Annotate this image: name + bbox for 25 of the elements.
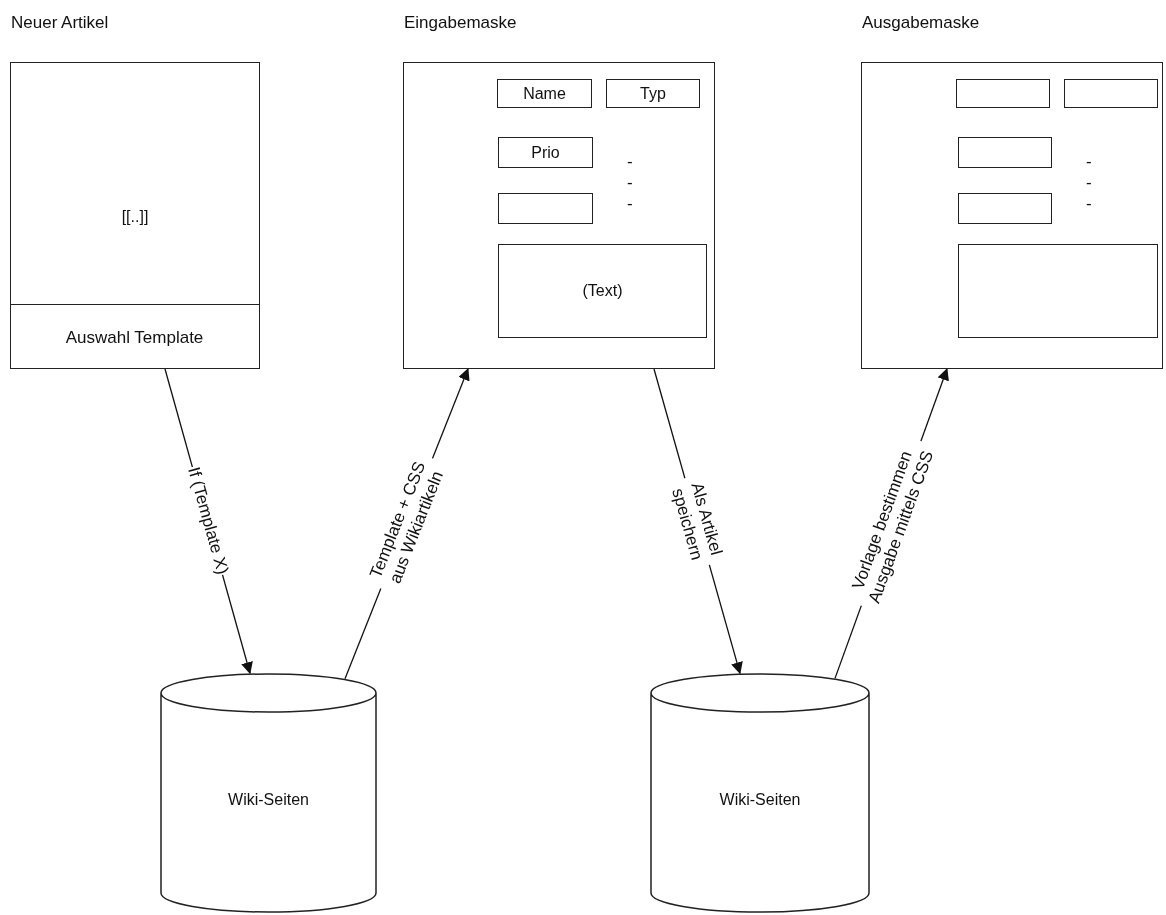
database-cylinder — [650, 673, 870, 913]
input-field: Name — [497, 79, 592, 108]
placeholder-text: [[..]] — [121, 208, 149, 226]
ellipsis-dash: - — [627, 152, 633, 172]
empty-field — [956, 79, 1050, 108]
bar-label: Auswahl Template — [65, 327, 204, 348]
input-field: (Text) — [498, 244, 707, 338]
window-title: Ausgabemaske — [862, 13, 980, 33]
input-field: Typ — [606, 79, 700, 108]
ellipsis-dash: - — [1086, 194, 1092, 214]
empty-field — [958, 193, 1052, 224]
database-label: Wiki-Seiten — [228, 791, 309, 809]
empty-field — [498, 193, 593, 224]
window-title: Eingabemaske — [404, 13, 517, 33]
input-field: Prio — [498, 137, 593, 168]
window-title: Neuer Artikel — [11, 13, 109, 33]
ellipsis-dash: - — [627, 194, 633, 214]
database-cylinder — [160, 673, 377, 913]
empty-field — [1064, 79, 1158, 108]
ellipsis-dash: - — [1086, 173, 1092, 193]
empty-field — [958, 244, 1158, 338]
ellipsis-dash: - — [1086, 152, 1092, 172]
empty-field — [958, 137, 1052, 168]
database-label: Wiki-Seiten — [719, 791, 801, 809]
ellipsis-dash: - — [627, 173, 633, 193]
